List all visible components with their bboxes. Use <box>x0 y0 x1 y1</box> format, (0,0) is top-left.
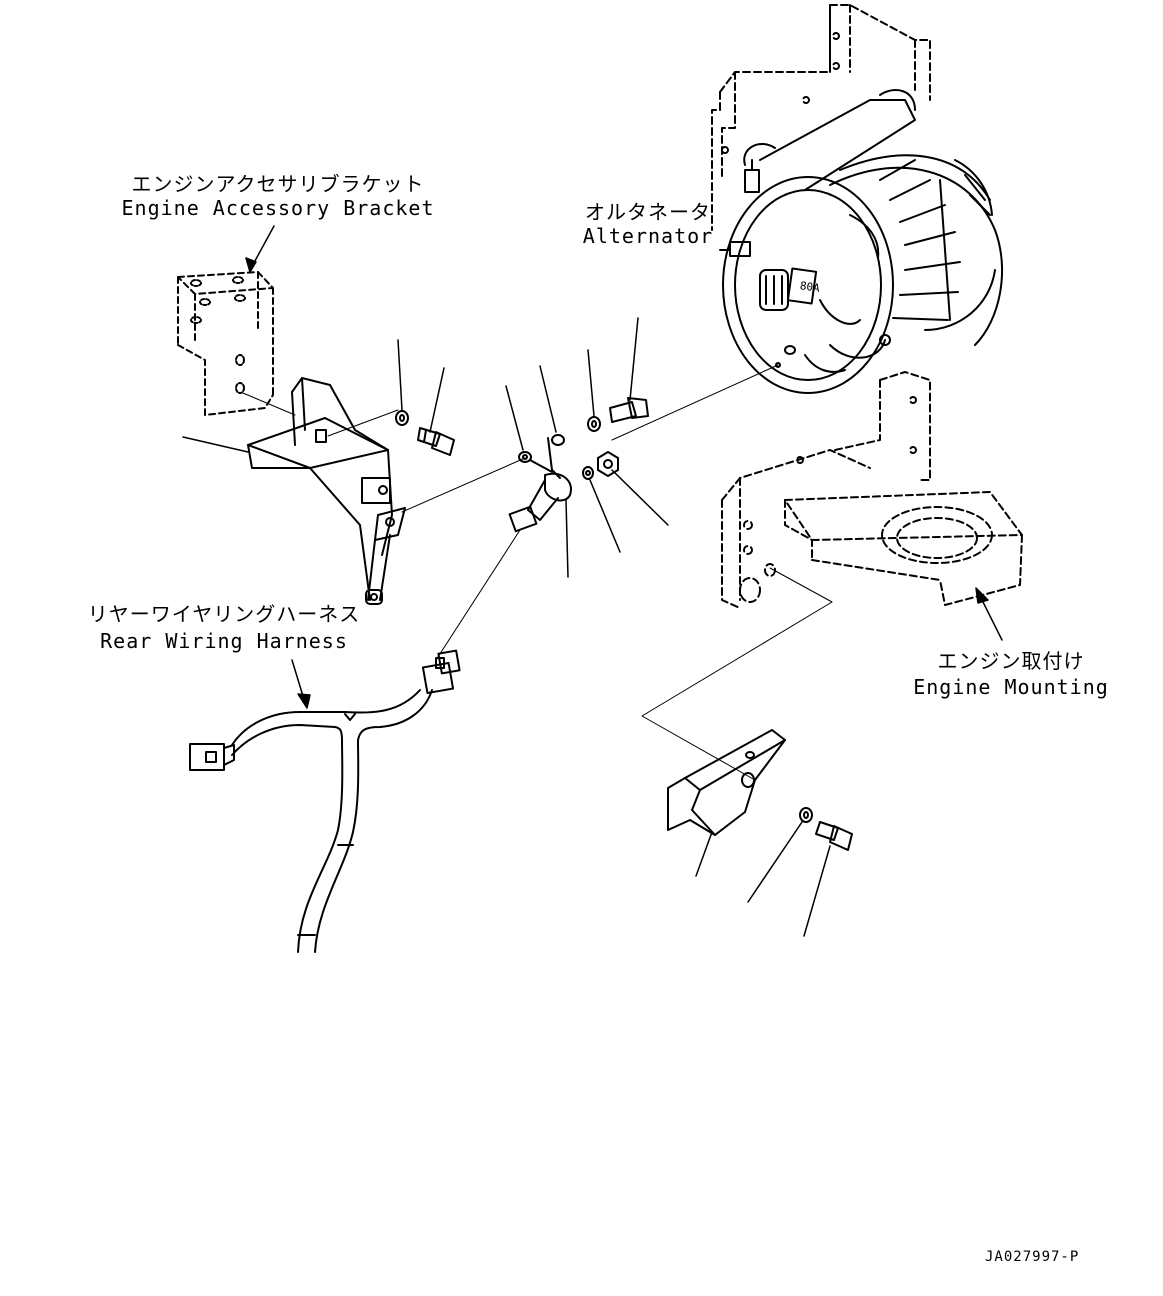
rear-wiring-harness-label-ja: リヤーワイヤリングハーネス <box>87 602 361 626</box>
alignment-lines <box>242 364 833 781</box>
bolt-lower <box>815 821 853 851</box>
bolt-center <box>609 397 649 423</box>
washer-center-lower <box>582 466 594 480</box>
engine-accessory-bracket-label-ja: エンジンアクセサリブラケット <box>131 172 425 196</box>
alternator-label-en: Alternator <box>582 224 714 248</box>
rear-wiring-harness-label-en: Rear Wiring Harness <box>100 629 348 653</box>
engine-mounting-label-en: Engine Mounting <box>913 675 1109 699</box>
battery-cable-terminal <box>508 434 572 533</box>
alternator-rating-badge: 80A <box>799 279 821 295</box>
engine-accessory-bracket <box>177 271 274 416</box>
leader-lines <box>182 317 831 937</box>
engine-mounting-label-ja: エンジン取付け <box>937 649 1085 673</box>
washer-center <box>587 416 601 432</box>
harness-clamp-bracket <box>247 377 406 605</box>
bolt-left <box>417 427 455 456</box>
engine-block-frame <box>711 4 931 231</box>
alternator <box>719 89 1004 394</box>
drawing-code: JA027997-P <box>985 1249 1080 1265</box>
washer-left <box>395 410 409 426</box>
nut-center <box>597 451 619 477</box>
engine-mounting-frame <box>721 371 1023 609</box>
engine-accessory-bracket-label-en: Engine Accessory Bracket <box>121 196 435 220</box>
lower-clamp-bracket <box>667 729 786 836</box>
label-arrows <box>245 225 1003 709</box>
washer-lower <box>799 807 813 823</box>
alternator-label-ja: オルタネータ <box>585 200 711 224</box>
rear-wiring-harness <box>189 649 461 953</box>
